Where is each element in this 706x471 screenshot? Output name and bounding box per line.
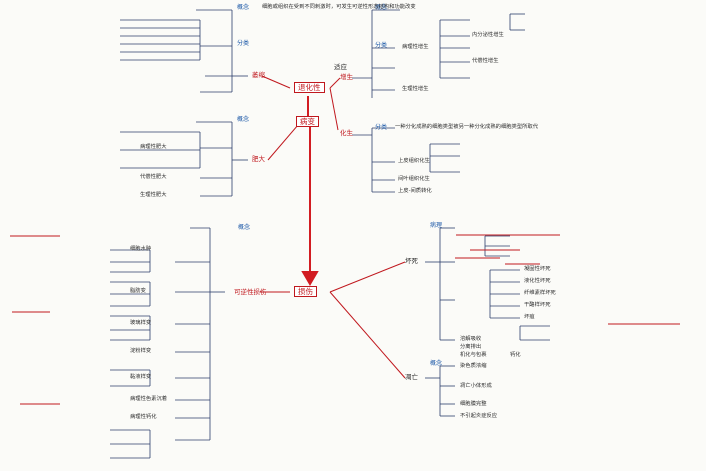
blue-label-1: 概念	[237, 4, 250, 11]
note-cell-swelling: 细胞水肿	[130, 246, 152, 252]
branch-atrophy: 萎缩	[252, 71, 265, 79]
central-node-top: 退化性	[294, 82, 325, 93]
note-amyloid-change: 淀粉样变	[130, 348, 152, 354]
note-metaplasia-definition: 一种分化成熟的细胞类型被另一种分化成熟的细胞类型所取代	[395, 124, 539, 130]
central-node-bottom: 损伤	[294, 286, 317, 297]
note-organization: 机化与包裹	[460, 352, 487, 358]
note-path-hyperplasia: 病理性增生	[402, 44, 429, 50]
note-dissolution: 溶解吸收	[460, 336, 482, 342]
note-endocrine-hyperplasia: 内分泌性增生	[472, 32, 504, 38]
note-apoptotic-body: 凋亡小体形成	[460, 383, 492, 389]
blue-label-7: 概念	[238, 224, 251, 231]
note-coagulative-necrosis: 凝固性坏死	[524, 266, 551, 272]
note-adapt-definition: 细胞或组织在受到不同刺激时，可发生可逆性形态结构和功能改变	[262, 4, 416, 10]
note-pigmentation: 病理性色素沉着	[130, 396, 168, 402]
note-intact-membrane: 细胞膜完整	[460, 401, 487, 407]
note-hyaline-change: 玻璃样变	[130, 320, 152, 326]
note-gangrene: 坏疽	[524, 314, 535, 320]
note-emt: 上皮-间质转化	[398, 188, 432, 194]
note-epithelial-metaplasia: 上皮组织化生	[398, 158, 430, 164]
note-calcification: 病理性钙化	[130, 414, 157, 420]
branch-hyperplasia: 增生	[340, 73, 353, 81]
note-compensatory-hyperplasia: 代偿性增生	[472, 58, 499, 64]
note-liquefactive-necrosis: 液化性坏死	[524, 278, 551, 284]
blue-label-6: 分类	[375, 124, 388, 131]
note-chromatin-condensation: 染色质浓缩	[460, 363, 487, 369]
note-fatty-change: 脂肪变	[130, 288, 146, 294]
note-caseous-necrosis: 干酪样坏死	[524, 302, 551, 308]
note-mesenchymal-metaplasia: 间叶组织化生	[398, 176, 430, 182]
note-necrosis-calcification: 钙化	[510, 352, 521, 358]
branch-hypertrophy: 肥大	[252, 155, 265, 163]
blue-label-4: 分类	[375, 42, 388, 49]
note-physio-hyperplasia: 生理性增生	[402, 86, 429, 92]
note-compensatory-hypertrophy: 代偿性肥大	[140, 174, 167, 180]
branch-necrosis: 坏死	[405, 257, 418, 265]
blue-label-8: 病理	[430, 222, 443, 229]
branch-injury: 可逆性损伤	[234, 288, 267, 296]
branch-metaplasia: 化生	[340, 129, 353, 137]
blue-label-2: 分类	[237, 40, 250, 47]
note-fibrinoid-necrosis: 纤维素样坏死	[524, 290, 556, 296]
blue-label-3: 概念	[375, 4, 388, 11]
note-path-hypertrophy: 病理性肥大	[140, 144, 167, 150]
branch-apoptosis: 凋亡	[405, 373, 418, 381]
note-no-inflammation: 不引起炎症反应	[460, 413, 498, 419]
branch-adapt: 适应	[334, 63, 347, 71]
blue-label-9: 概念	[430, 360, 443, 367]
note-separation: 分离排出	[460, 344, 482, 350]
note-physio-hypertrophy: 生理性肥大	[140, 192, 167, 198]
note-mucoid-change: 黏液样变	[130, 374, 152, 380]
central-node-mid: 病变	[296, 116, 319, 127]
blue-label-5: 概念	[237, 116, 250, 123]
